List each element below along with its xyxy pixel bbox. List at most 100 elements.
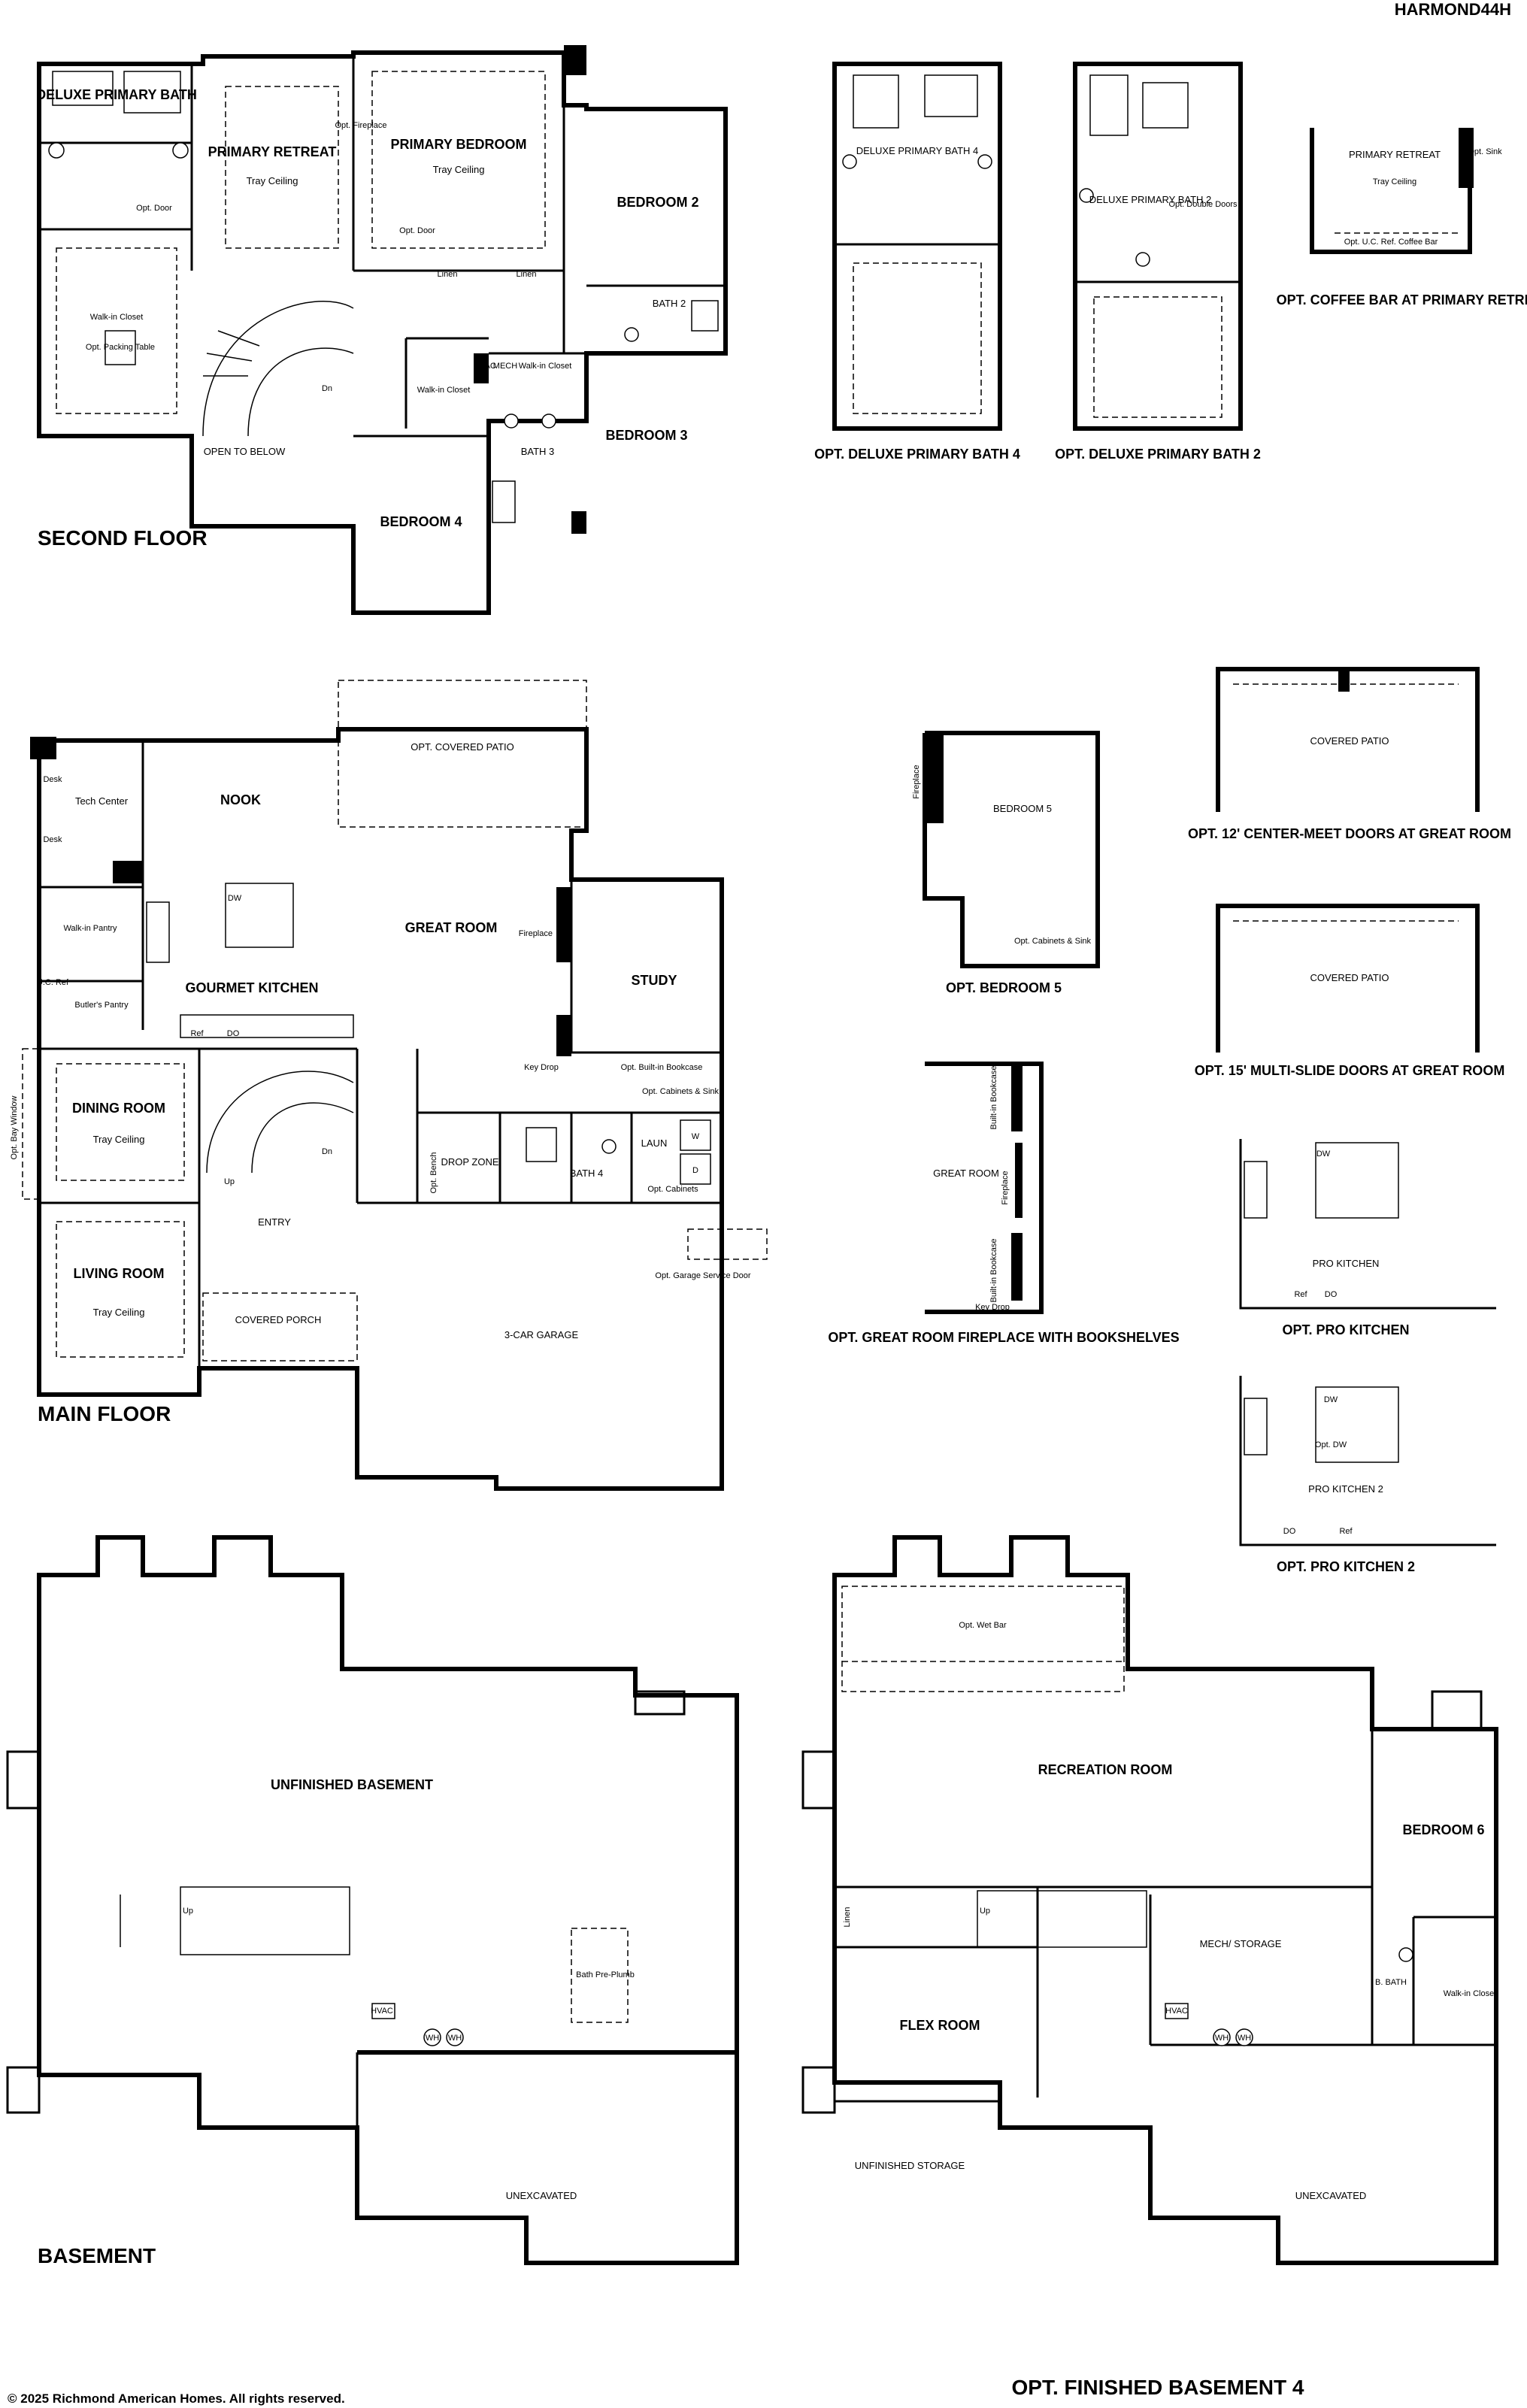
coffee-bar-opt-sink-label: Opt. Sink (1468, 147, 1502, 156)
center-meet-patio-label: COVERED PATIO (1310, 735, 1389, 747)
recreation-room-label: RECREATION ROOM (1038, 1762, 1173, 1777)
flex-room-label: FLEX ROOM (900, 2018, 980, 2033)
opt-bedroom-5-title: OPT. BEDROOM 5 (946, 980, 1062, 995)
uc-ref-label: U.C. Ref (37, 978, 69, 987)
opt-cabinets-label: Opt. Cabinets (647, 1185, 698, 1194)
pro-kitchen-2-do-label: DO (1283, 1527, 1296, 1536)
pro-kitchen-2-dw-label: DW (1324, 1395, 1338, 1404)
second-floor-plan: DELUXE PRIMARY BATH PRIMARY RETREAT Tray… (36, 45, 728, 615)
primary-bedroom-label: PRIMARY BEDROOM (390, 137, 526, 152)
hvac-label: HVAC (474, 362, 496, 371)
walkin-closet-label: Walk-in Closet (90, 313, 144, 322)
basement-plan: UNFINISHED BASEMENT UNEXCAVATED Bath Pre… (6, 1535, 739, 2267)
stair-up-label: Up (224, 1177, 235, 1186)
bath-3-label: BATH 3 (521, 446, 555, 457)
tech-center-label: Tech Center (75, 795, 129, 807)
dryer-label: D (692, 1166, 698, 1175)
opt-coffee-bar-title: OPT. COFFEE BAR AT PRIMARY RETREAT (1277, 292, 1527, 307)
opt-coffee-bar: PRIMARY RETREAT Tray Ceiling Opt. U.C. R… (1277, 128, 1527, 307)
opt-multi-slide-title: OPT. 15' MULTI-SLIDE DOORS AT GREAT ROOM (1195, 1063, 1505, 1078)
opt-gr-fireplace-title: OPT. GREAT ROOM FIREPLACE WITH BOOKSHELV… (828, 1330, 1179, 1345)
bedroom-5-cab-label: Opt. Cabinets & Sink (1014, 937, 1092, 946)
walkin-pantry-label: Walk-in Pantry (63, 924, 117, 933)
unfinished-basement-label: UNFINISHED BASEMENT (271, 1777, 433, 1792)
builtin-bookcase-label: Opt. Built-in Bookcase (621, 1063, 703, 1072)
opt-fireplace-label: Opt. Fireplace (335, 121, 386, 130)
finished-walkin-closet-label: Walk-in Closet (1444, 1989, 1497, 1998)
bath-preplumb-label: Bath Pre-Plumb (576, 1970, 635, 1979)
finished-basement-plan: Opt. Wet Bar RECREATION ROOM BEDROOM 6 M… (801, 1535, 1498, 2399)
pro-kitchen-2-ref-label: Ref (1339, 1527, 1353, 1536)
great-room-label: GREAT ROOM (405, 920, 498, 935)
opt-deluxe-bath-4: DELUXE PRIMARY BATH 4 OPT. DELUXE PRIMAR… (814, 62, 1020, 462)
walkin-closet-2-label: Walk-in Closet (417, 386, 471, 395)
pro-kitchen-room-label: PRO KITCHEN (1313, 1258, 1380, 1269)
stair-dn-label: Dn (322, 1147, 332, 1156)
opt-deluxe-4-title: OPT. DELUXE PRIMARY BATH 4 (814, 447, 1020, 462)
basement-wh-label: WH (426, 2034, 439, 2043)
main-floor-title: MAIN FLOOR (38, 1402, 171, 1425)
opt-center-meet-title: OPT. 12' CENTER-MEET DOORS AT GREAT ROOM (1188, 826, 1511, 841)
second-floor-title: SECOND FLOOR (38, 526, 208, 550)
entry-label: ENTRY (258, 1216, 291, 1228)
butlers-pantry-label: Butler's Pantry (74, 1001, 129, 1010)
kitchen-ref-label: Ref (190, 1029, 204, 1038)
opt-gr-fireplace-label: Fireplace (1001, 1171, 1010, 1204)
deluxe-primary-bath-label: DELUXE PRIMARY BATH (36, 87, 197, 102)
pro-kitchen-2-opt-dw-label: Opt. DW (1315, 1440, 1347, 1449)
pro-kitchen-2-room-label: PRO KITCHEN 2 (1308, 1483, 1383, 1495)
coffee-bar-sub-label: Tray Ceiling (1373, 177, 1416, 186)
desk-2-label: Desk (43, 835, 62, 844)
packing-table-label: Opt. Packing Table (86, 343, 155, 352)
opt-deluxe-bath-2: DELUXE PRIMARY BATH 2 Opt. Double Doors … (1055, 62, 1261, 462)
wet-bar-label: Opt. Wet Bar (959, 1621, 1007, 1630)
finished-linen-label: Linen (843, 1907, 852, 1928)
opt-gr-bookcase-2-label: Built-in Bookcase (989, 1239, 998, 1303)
main-floor-plan: Tech Center Desk Desk NOOK OPT. COVERED … (10, 680, 768, 1491)
bedroom-6-label: BEDROOM 6 (1402, 1822, 1484, 1837)
double-doors-label: Opt. Double Doors (1168, 200, 1238, 209)
finished-up-label: Up (980, 1907, 990, 1916)
opt-pro-kitchen-title: OPT. PRO KITCHEN (1282, 1322, 1409, 1337)
finished-unexcavated-label: UNEXCAVATED (1295, 2190, 1367, 2201)
laun-label: LAUN (641, 1137, 668, 1149)
walkin-closet-3-label: Walk-in Closet (519, 362, 572, 371)
bath-2-label: BATH 2 (653, 298, 686, 309)
coffee-bar-fixture-label: Opt. U.C. Ref. Coffee Bar (1344, 238, 1438, 247)
linen-2-label: Linen (517, 270, 537, 279)
opt-deluxe-2-title: OPT. DELUXE PRIMARY BATH 2 (1055, 447, 1261, 462)
copyright: © 2025 Richmond American Homes. All righ… (8, 2391, 345, 2406)
linen-label: Linen (438, 270, 458, 279)
mech-label: MECH (493, 362, 517, 371)
bedroom-4-label: BEDROOM 4 (380, 514, 462, 529)
opt-bedroom-5: BEDROOM 5 Fireplace Opt. Cabinets & Sink… (912, 731, 1100, 995)
opt-pro-kitchen: DW PRO KITCHEN Ref DO OPT. PRO KITCHEN (1239, 1139, 1496, 1337)
kitchen-dw-label: DW (228, 894, 242, 903)
dn-label: Dn (322, 384, 332, 393)
coffee-bar-room-label: PRIMARY RETREAT (1349, 149, 1441, 160)
study-label: STUDY (631, 973, 677, 988)
drop-zone-label: DROP ZONE (441, 1156, 498, 1168)
dining-room-sub: Tray Ceiling (93, 1134, 145, 1145)
finished-hvac-label: HVAC (1165, 2007, 1188, 2016)
pro-kitchen-do-label: DO (1325, 1290, 1338, 1299)
basement-up-label: Up (183, 1907, 193, 1916)
pro-kitchen-ref-label: Ref (1294, 1290, 1307, 1299)
unfinished-storage-label: UNFINISHED STORAGE (855, 2160, 965, 2171)
opt-center-meet-doors: COVERED PATIO OPT. 12' CENTER-MEET DOORS… (1188, 667, 1511, 841)
b-bath-label: B. BATH (1375, 1978, 1407, 1987)
finished-wh-label: WH (1215, 2034, 1229, 2043)
primary-retreat-sub: Tray Ceiling (247, 175, 298, 186)
deluxe-4-room-label: DELUXE PRIMARY BATH 4 (856, 145, 979, 156)
nook-label: NOOK (220, 792, 261, 807)
primary-bedroom-sub: Tray Ceiling (433, 164, 485, 175)
opt-door-label: Opt. Door (136, 204, 172, 213)
garage-label: 3-CAR GARAGE (504, 1329, 579, 1340)
fireplace-label: Fireplace (519, 929, 553, 938)
opt-multi-slide-doors: COVERED PATIO OPT. 15' MULTI-SLIDE DOORS… (1195, 904, 1505, 1078)
covered-patio-label: OPT. COVERED PATIO (411, 741, 514, 753)
opt-door-2-label: Opt. Door (399, 226, 435, 235)
opt-pro-kitchen-2-title: OPT. PRO KITCHEN 2 (1277, 1559, 1415, 1574)
living-room-sub: Tray Ceiling (93, 1307, 145, 1318)
